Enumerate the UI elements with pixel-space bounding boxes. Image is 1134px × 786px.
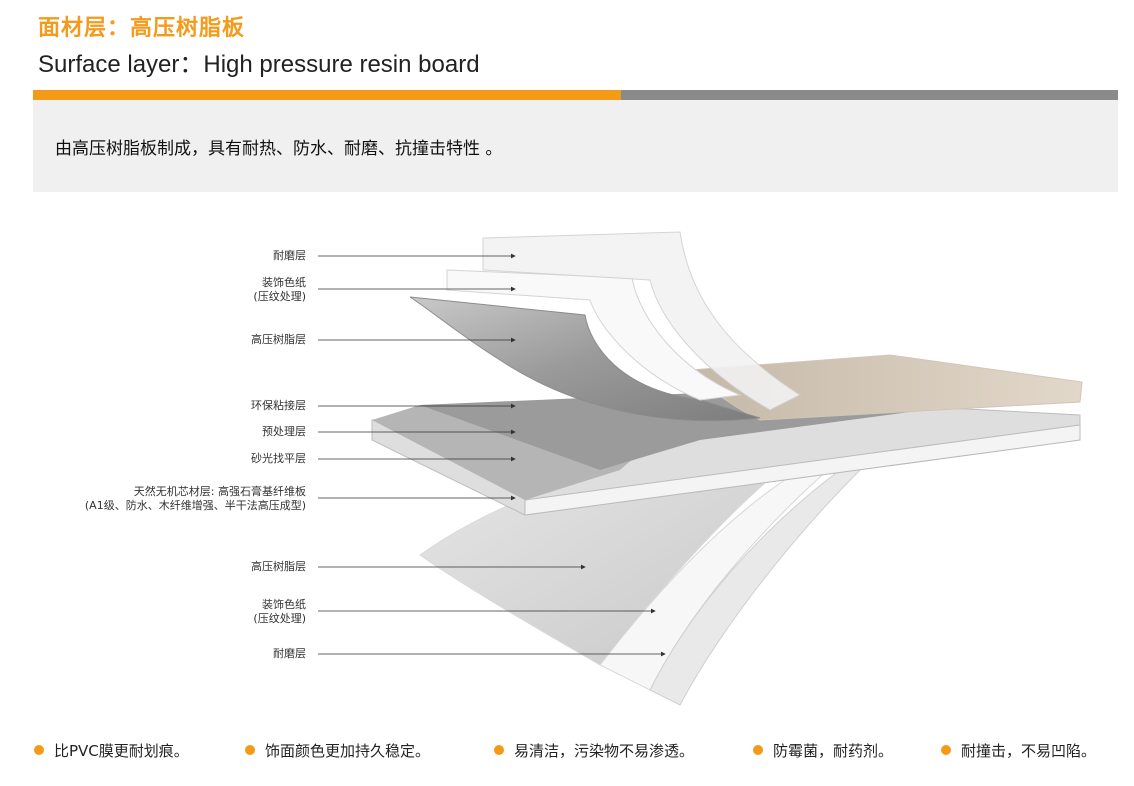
top-wear-sheet bbox=[482, 231, 802, 411]
feature-item: 防霉菌，耐药剂。 bbox=[753, 740, 893, 761]
label-top-wear: 耐磨层 bbox=[273, 249, 306, 262]
feature-item: 易清洁，污染物不易渗透。 bbox=[494, 740, 694, 761]
label-sanding: 砂光找平层 bbox=[251, 452, 306, 465]
bullet-dot-icon bbox=[34, 745, 44, 755]
feature-text: 比PVC膜更耐划痕。 bbox=[54, 742, 189, 760]
gray-divider bbox=[621, 90, 1118, 100]
label-bottom-wear: 耐磨层 bbox=[273, 647, 306, 660]
feature-item: 比PVC膜更耐划痕。 bbox=[34, 740, 189, 761]
label-pretreat: 预处理层 bbox=[262, 425, 306, 438]
label-top-deco-line2: (压纹处理) bbox=[253, 290, 306, 303]
label-core-line2: (A1级、防水、木纤维增强、半干法高压成型) bbox=[84, 499, 306, 512]
feature-text: 耐撞击，不易凹陷。 bbox=[961, 742, 1097, 760]
label-bottom-deco-line2: (压纹处理) bbox=[253, 612, 306, 625]
label-glue: 环保粘接层 bbox=[251, 399, 306, 412]
bullet-dot-icon bbox=[494, 745, 504, 755]
label-bottom-deco: 装饰色纸 (压纹处理) bbox=[253, 598, 306, 626]
title-cn: 面材层：高压树脂板 bbox=[38, 16, 246, 41]
feature-text: 易清洁，污染物不易渗透。 bbox=[514, 742, 695, 760]
core-board-edge bbox=[524, 424, 1081, 516]
feature-item: 耐撞击，不易凹陷。 bbox=[941, 740, 1096, 761]
description-text: 由高压树脂板制成，具有耐热、防水、耐磨、抗撞击特性 。 bbox=[55, 139, 503, 159]
label-core: 天然无机芯材层: 高强石膏基纤维板 (A1级、防水、木纤维增强、半干法高压成型) bbox=[85, 485, 306, 513]
description-box: 由高压树脂板制成，具有耐热、防水、耐磨、抗撞击特性 。 bbox=[33, 100, 1118, 192]
label-core-line1: 天然无机芯材层: 高强石膏基纤维板 bbox=[133, 485, 306, 498]
title-en: Surface layer：High pressure resin board bbox=[38, 51, 480, 78]
top-resin-sheet bbox=[409, 296, 761, 422]
label-top-deco-line1: 装饰色纸 bbox=[262, 276, 306, 289]
bullet-dot-icon bbox=[245, 745, 255, 755]
label-bottom-resin: 高压树脂层 bbox=[251, 560, 306, 573]
feature-item: 饰面颜色更加持久稳定。 bbox=[245, 740, 430, 761]
label-top-deco: 装饰色纸 (压纹处理) bbox=[253, 276, 306, 304]
feature-text: 防霉菌，耐药剂。 bbox=[773, 742, 894, 760]
feature-list: 比PVC膜更耐划痕。 饰面颜色更加持久稳定。 易清洁，污染物不易渗透。 防霉菌，… bbox=[0, 740, 1134, 770]
feature-text: 饰面颜色更加持久稳定。 bbox=[265, 742, 431, 760]
bullet-dot-icon bbox=[753, 745, 763, 755]
label-top-resin: 高压树脂层 bbox=[251, 333, 306, 346]
bullet-dot-icon bbox=[941, 745, 951, 755]
label-bottom-deco-line1: 装饰色纸 bbox=[262, 598, 306, 611]
orange-divider bbox=[33, 90, 621, 100]
top-deco-sheet bbox=[446, 269, 742, 401]
